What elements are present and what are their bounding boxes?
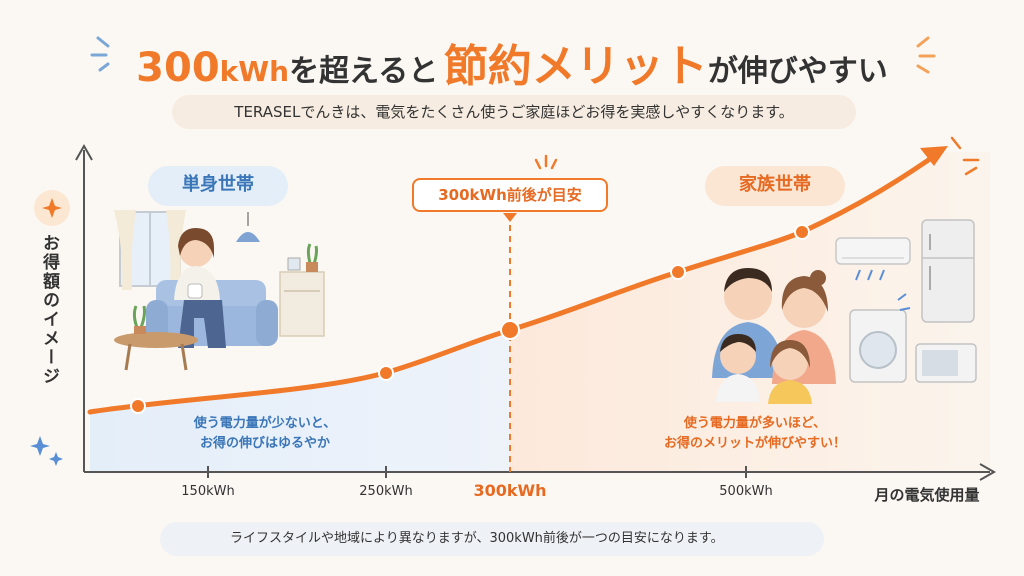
title-unit: kWh — [219, 55, 290, 88]
x-axis-label: 月の電気使用量 — [874, 486, 980, 504]
family-illustration — [712, 268, 836, 404]
single-household-illustration — [114, 210, 325, 371]
footer-note: ライフスタイルや地域により異なりますが、300kWh前後が一つの目安になります。 — [160, 522, 824, 556]
point-150 — [130, 398, 146, 414]
title-part3: が伸びやすい — [707, 54, 888, 89]
callout-spark-icon — [534, 154, 558, 170]
left-note-line1: 使う電力量が少ないと、 — [193, 416, 337, 431]
star-icons — [30, 436, 63, 466]
title-number: 300 — [136, 45, 220, 91]
arrow-spark-icon — [950, 136, 980, 176]
point-400 — [670, 264, 686, 280]
single-household-label: 単身世帯 — [148, 166, 288, 206]
right-note-line1: 使う電力量が多いほど、 — [683, 416, 827, 431]
title-spark-left-icon — [90, 36, 110, 72]
appliances-illustration — [835, 219, 977, 383]
right-note-line2: お得のメリットが伸びやすい！ — [663, 436, 846, 451]
left-note: 使う電力量が少ないと、 お得の伸びはゆるやか — [140, 414, 390, 454]
footer-text: ライフスタイルや地域により異なりますが、300kWh前後が一つの目安になります。 — [230, 531, 724, 546]
subtitle: TERASELでんきは、電気をたくさん使うご家庭ほどお得を実感しやすくなります。 — [172, 95, 856, 129]
growth-curve — [87, 149, 943, 415]
threshold-callout: 300kWh前後が目安 — [412, 178, 608, 212]
y-axis-label: お得額のイメージ — [39, 234, 59, 386]
x-tick-500: 500kWh — [719, 484, 773, 499]
page-title: 300kWhを超えると 節約メリットが伸びやすい — [0, 30, 1024, 94]
title-spark-right-icon — [916, 36, 936, 74]
x-tick-250: 250kWh — [359, 484, 413, 499]
title-part2: を超えると — [289, 54, 439, 89]
x-tick-marks — [207, 466, 747, 478]
callout-pointer — [503, 213, 517, 222]
sparkle-icon — [34, 190, 70, 226]
point-250 — [378, 365, 394, 381]
area-fill-left — [90, 330, 510, 472]
x-tick-150: 150kWh — [181, 484, 235, 499]
title-highlight: 節約メリット — [443, 41, 708, 92]
family-household-label: 家族世帯 — [705, 166, 845, 206]
curve-points — [130, 224, 810, 414]
x-tick-300: 300kWh — [473, 481, 547, 500]
point-500 — [794, 224, 810, 240]
curve-arrowhead — [920, 146, 948, 166]
left-note-line2: お得の伸びはゆるやか — [199, 436, 330, 451]
axes — [75, 143, 997, 481]
point-300 — [500, 320, 520, 340]
right-note: 使う電力量が多いほど、 お得のメリットが伸びやすい！ — [630, 414, 880, 454]
